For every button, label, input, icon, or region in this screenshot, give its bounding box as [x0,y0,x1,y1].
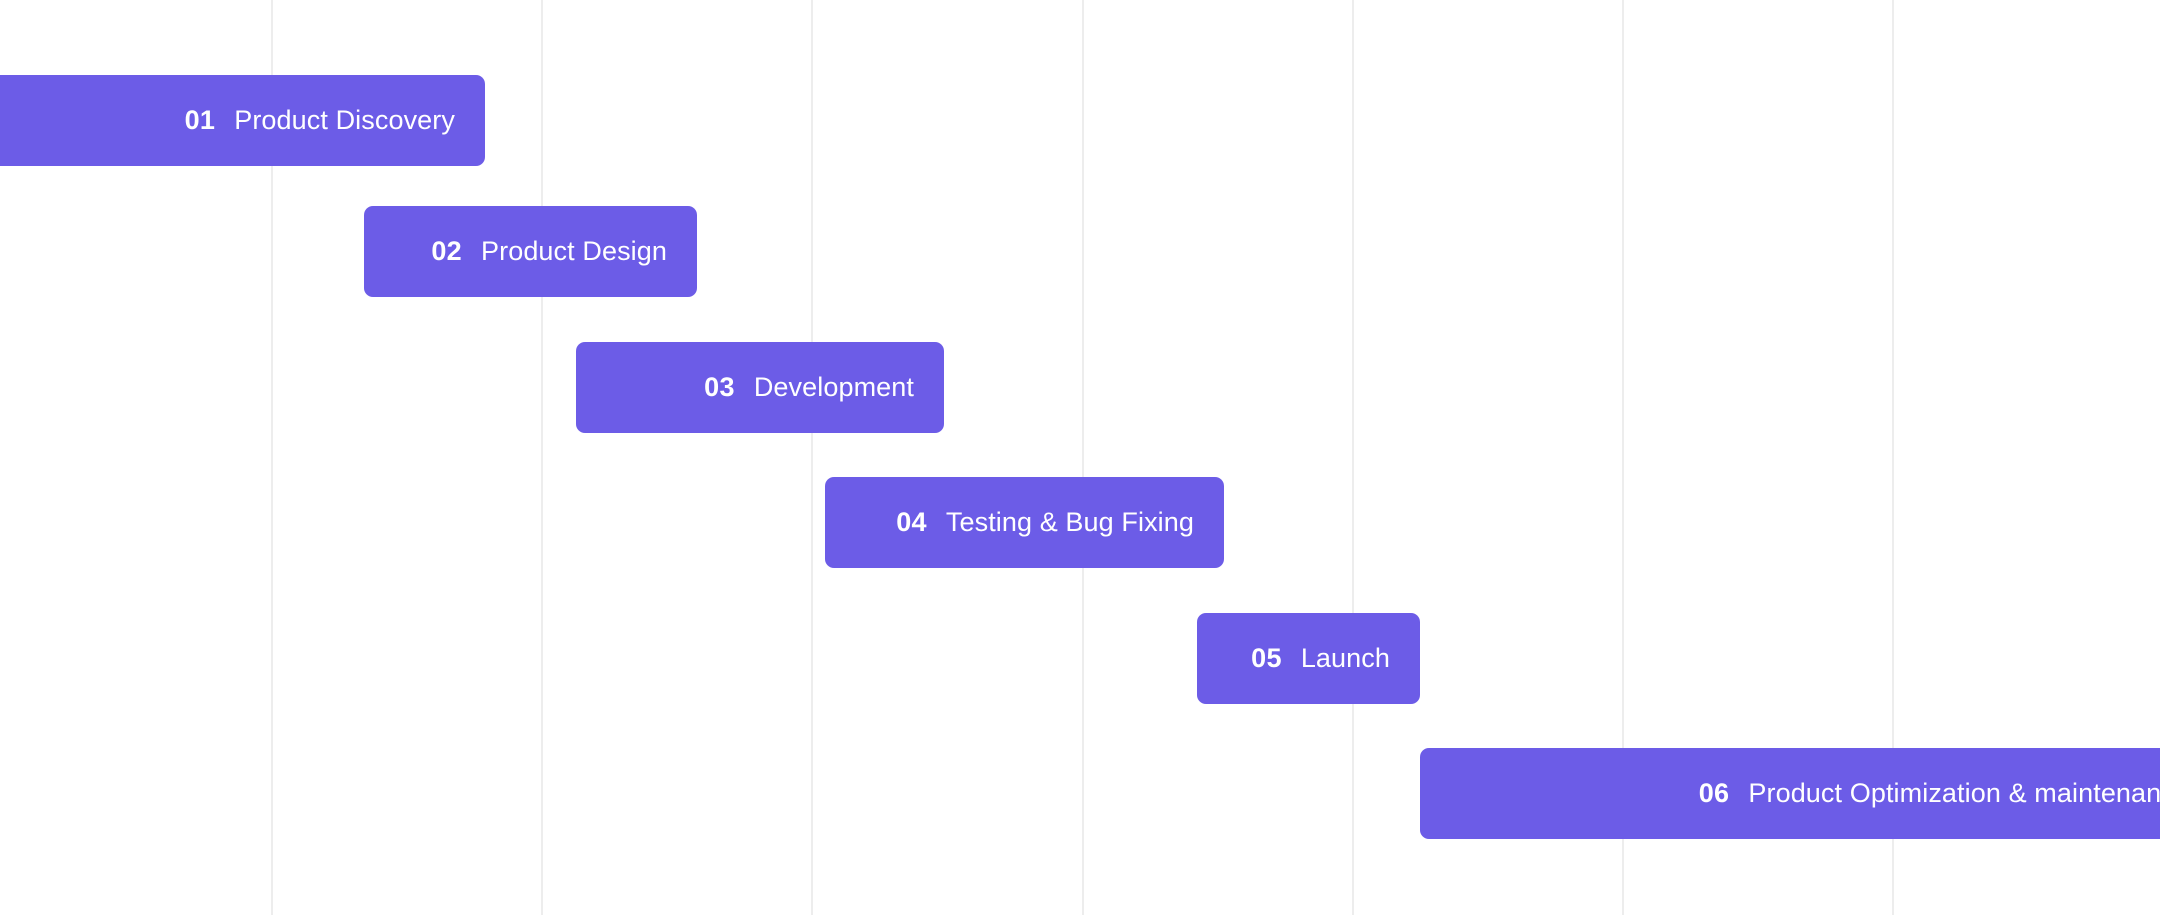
task-label: Development [753,372,914,402]
gridline-0 [271,0,273,915]
task-bar-06[interactable]: 06 Product Optimization & maintenance [1420,748,2160,839]
task-bar-02[interactable]: 02 Product Design [364,206,697,297]
task-number: 04 [896,507,927,537]
task-bar-05[interactable]: 05 Launch [1197,613,1420,704]
task-bar-04[interactable]: 04 Testing & Bug Fixing [825,477,1224,568]
task-label: Product Design [481,236,667,266]
task-number: 02 [431,236,462,266]
gridline-4 [1352,0,1354,915]
gridline-2 [811,0,813,915]
task-number: 05 [1251,643,1282,673]
gridline-1 [541,0,543,915]
task-bar-03[interactable]: 03 Development [576,342,944,433]
task-label: Launch [1300,643,1390,673]
task-label: Product Discovery [234,105,455,135]
task-label: Testing & Bug Fixing [945,507,1194,537]
task-bar-01[interactable]: 01 Product Discovery [0,75,485,166]
task-number: 06 [1698,778,1730,808]
gridline-3 [1082,0,1084,915]
task-label: Product Optimization & maintenance [1748,778,2160,808]
task-number: 01 [184,105,216,135]
gridline-6 [1892,0,1894,915]
task-number: 03 [704,372,735,402]
gridline-5 [1622,0,1624,915]
